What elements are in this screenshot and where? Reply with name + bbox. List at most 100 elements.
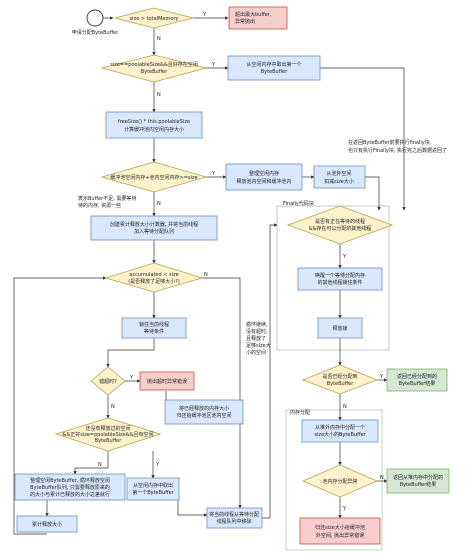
decision-timeout: 错超时?: [90, 366, 126, 396]
decision-size-check-text: size > totalMemory: [130, 16, 179, 22]
edge-label-yes: Y: [129, 375, 134, 381]
decision-timeout-text: 错超时?: [99, 378, 117, 385]
edge-label-no: N: [98, 462, 102, 468]
note-loop-line3: 且释放了: [246, 335, 266, 342]
box-free-size: freeSize() * this.poolableSize 计算缓冲池内空闲内…: [105, 111, 203, 139]
box-undo-alloc: 归还size大小给缓冲池 外空间, 抛出异常错误: [299, 517, 381, 545]
finally-group-label: Finally代码块: [283, 200, 314, 207]
note-not-enough-line1: 表示Buffer不足, 需要等待: [78, 195, 136, 202]
box-take-first: 从空闲内存中取出 第一个ByteBuffer: [126, 477, 180, 501]
box-undo-alloc-line1: 归还size大小给缓冲池: [315, 524, 365, 531]
box-take-first-line2: 第一个ByteBuffer: [132, 489, 175, 496]
box-timeout-error-text: 抛出超时异常错误: [147, 378, 187, 385]
note-not-enough-line2: 待的内存, 资源一些: [78, 202, 121, 209]
edge-label-yes: Y: [342, 254, 347, 260]
box-free-size-line2: 计算缓冲池内空闲内存大小: [124, 126, 184, 133]
edge-label-yes: Y: [379, 374, 384, 380]
box-alloc-size-line2: size大小的ByteBuffer: [314, 431, 366, 438]
edge-label-yes: Y: [202, 12, 207, 18]
decision-succeeded-line2: ByteBuffer: [327, 381, 355, 387]
note-finally-line1: 在返回ByteBuffer前要执行finally块,: [348, 139, 432, 146]
box-remove-queue-line1: 将当前线程从等待分配: [209, 511, 259, 518]
note-finally-line2: 也只有执行Finally块, 执行完之后数据返回了: [348, 147, 447, 154]
box-error-size-line1: 超出最大buffer,: [235, 11, 272, 18]
pool-alloc-group: [285, 409, 383, 551]
box-release-back: 将已经释放的内存大小 归还给缓冲池区池内空间: [164, 399, 244, 425]
box-remove-queue-line2: 线程队列中移除: [216, 518, 251, 525]
box-return-pool-line1: 返回已经分配到的: [397, 373, 437, 380]
box-pool-out: 从池外空间 扣减size大小: [313, 165, 366, 189]
box-take-pool-line2: ByteBuffer: [261, 69, 289, 75]
finally-group: [276, 205, 390, 351]
box-wake-others-line2: 的其他线程锁住条件: [317, 279, 362, 286]
box-create-wait-line1: 创建累计释放大小计数器, 并将当前线程: [110, 221, 198, 228]
box-release-back-line2: 归还给缓冲池区池内空间: [176, 412, 231, 419]
decision-accumulated: accumulated < size (是否释放了足够大小?): [104, 262, 204, 293]
start-label: 申请分配ByteBuffer: [72, 29, 120, 36]
box-release-lock-text: 释放锁: [332, 325, 347, 332]
decision-enough-memory: 缓冲池空闲内存+池内空闲内存>=size: [100, 161, 208, 193]
box-pool-out-line2: 扣减size大小: [324, 178, 354, 185]
box-accum-size: 累计释放大小: [16, 515, 78, 533]
box-take-first-line1: 从空闲内存中取出: [133, 482, 173, 489]
decision-poolable-line1: size==poolableSize&&且好存在空闲: [110, 61, 198, 68]
box-undo-alloc-line2: 外空间, 抛出异常错误: [316, 532, 364, 539]
box-return-heap-line2: ByteBuffer结果: [400, 481, 437, 488]
box-free-memory-line1: 整理空闲内存: [249, 170, 279, 177]
decision-enough-memory-text: 缓冲池空闲内存+池内空闲内存>=size: [110, 174, 197, 181]
edge-label-no: N: [380, 475, 384, 481]
box-take-pool-line1: 从空闲内存中取出第一个: [246, 61, 301, 68]
start-node: [86, 9, 104, 27]
edge-label-no: N: [111, 404, 115, 410]
box-accum-size-text: 累计释放大小: [32, 521, 62, 528]
edge-label-no: N: [343, 404, 347, 410]
edge-label-no: N: [157, 92, 161, 98]
box-error-size-line2: 异常抛出: [235, 18, 255, 25]
box-return-heap: 返回从堆内存中分配的 ByteBuffer结果: [386, 468, 450, 494]
box-wake-others-line1: 唤醒一个等待分配内存: [315, 272, 365, 279]
box-alloc-size: 从堆外内存中分配一个 size大小的ByteBuffer: [301, 419, 379, 443]
decision-no-release-line2: &&正好size=poolableSize&&且有空闲: [62, 431, 153, 438]
decision-succeeded: 是否已经分配到 ByteBuffer: [301, 364, 379, 395]
box-return-pool: 返回已经分配到的 ByteBuffer结果: [386, 368, 448, 392]
decision-pool-exception-text: 池内存分配异常: [322, 478, 357, 485]
box-wake-others: 唤醒一个等待分配内存 的其他线程锁住条件: [297, 267, 383, 291]
decision-succeeded-line1: 是否已经分配到: [322, 373, 357, 380]
note-loop-line4: 足够size大: [246, 342, 271, 349]
decision-size-check: size > totalMemory: [114, 7, 194, 29]
box-free-size-line1: freeSize() * this.poolableSize: [118, 119, 190, 125]
edges: [13, 16, 406, 535]
box-release-lock: 释放锁: [317, 317, 363, 339]
pool-alloc-group-label: 内存分配: [290, 409, 310, 416]
edge-label-no: N: [204, 272, 208, 278]
box-pool-out-line1: 从池外空间: [326, 170, 351, 177]
decision-waiters: 是否有正在等待的线程 &&存在可以分配的其他线程: [286, 205, 394, 245]
box-collect-memory-line3: 的大小与累计已释放的大小之差就行: [30, 491, 110, 498]
decision-poolable: size==poolableSize&&且好存在空闲 ByteBuffer: [100, 54, 208, 83]
decision-waiters-line2: &&存在可以分配的其他线程: [309, 225, 372, 232]
box-create-wait: 创建累计释放大小计数器, 并将当前线程 加入等待分配队列: [90, 215, 218, 241]
box-error-size: 超出最大buffer, 异常抛出: [228, 6, 288, 30]
decision-pool-exception: 池内存分配异常: [301, 464, 379, 498]
edge-label-yes: Y: [211, 62, 216, 68]
decision-accumulated-line2: (是否释放了足够大小?): [128, 278, 180, 285]
box-take-pool: 从空闲内存中取出第一个 ByteBuffer: [227, 55, 321, 81]
decision-poolable-line2: ByteBuffer: [141, 69, 169, 75]
box-wait-on-line2: 等待条件: [144, 328, 164, 335]
box-free-memory: 整理空闲内存 释放池内空间和缓冲池内: [225, 163, 303, 191]
decision-waiters-line1: 是否有正在等待的线程: [315, 218, 365, 225]
edge-label-no: N: [157, 201, 161, 207]
box-return-pool-line2: ByteBuffer结果: [399, 380, 436, 387]
box-return-heap-line1: 返回从堆内存中分配的: [393, 474, 443, 481]
note-loop-line5: 小的空间: [246, 349, 266, 356]
box-wait-on-line1: 锁住当前线程: [139, 321, 169, 328]
note-loop-line1: 循环继续,: [246, 321, 268, 328]
box-collect-memory-line2: ByteBuffer队列, 只需要释放原来的: [30, 484, 110, 491]
box-free-memory-line2: 释放池内空间和缓冲池内: [236, 178, 291, 185]
edge-label-yes: Y: [211, 171, 216, 177]
box-release-back-line1: 将已经释放的内存大小: [179, 405, 229, 412]
decision-no-release-line3: ByteBuffer: [95, 438, 123, 444]
edge-label-yes: Y: [155, 462, 160, 468]
decision-accumulated-line1: accumulated < size: [129, 272, 179, 278]
